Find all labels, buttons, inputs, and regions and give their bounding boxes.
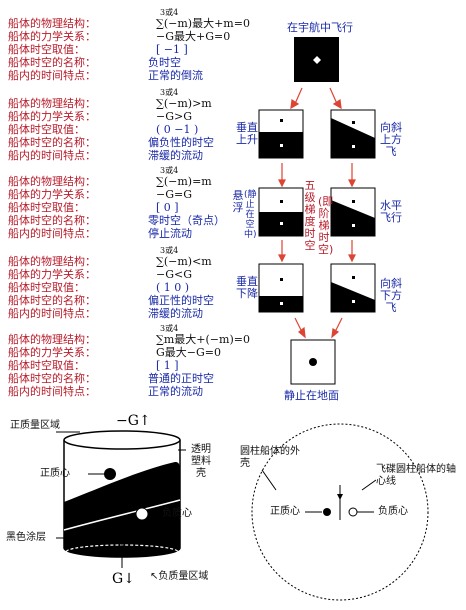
row-label: 船体的物理结构：	[8, 175, 96, 188]
row-label: 船体的力学关系：	[8, 110, 96, 123]
row-label: 船体的力学关系：	[8, 346, 96, 359]
row-force: G最大−G=0	[156, 346, 222, 359]
row-label: 船体的物理结构：	[8, 333, 96, 346]
label-positive-region: 正质量区域	[10, 420, 60, 431]
state-box-horizontal	[330, 187, 376, 237]
row-time: 正常的倒流	[148, 69, 203, 82]
row-force: −G最大+G=0	[156, 30, 231, 43]
positive-mass-center	[104, 468, 116, 480]
row-name: 零时空（奇点）	[148, 214, 225, 227]
row-label: 船内的时间特点：	[8, 149, 96, 162]
state-box-oblique-up	[330, 109, 376, 159]
sum-upper-limit: 3或4	[160, 88, 179, 97]
label-hover-note: (静止在空中)	[244, 190, 257, 240]
row-label: 船体时空的名称：	[8, 294, 96, 307]
label-space: 在宇航中飞行	[287, 21, 353, 34]
row-force: −G=G	[156, 188, 193, 201]
label-ladder-note: (即阶梯时空)	[318, 195, 334, 256]
transition-arrows	[278, 87, 356, 339]
label-vertical-up: 垂直上升	[236, 121, 258, 146]
state-box-vertical-up	[258, 109, 304, 159]
row-force: −G<G	[156, 268, 193, 281]
state-box-ground	[290, 339, 336, 385]
row-structure: ∑m最大+(−m)=0	[156, 333, 250, 346]
state-box-hover	[258, 187, 304, 237]
sum-upper-limit: 3或4	[160, 246, 179, 255]
label-circle-pos-center: 正质心	[270, 506, 300, 517]
row-name: 偏负性的时空	[148, 136, 214, 149]
row-name: 偏正性的时空	[148, 294, 214, 307]
label-oblique-down: 向斜下方飞	[380, 277, 402, 314]
row-label: 船体的物理结构：	[8, 17, 96, 30]
row-label: 船体时空取值：	[8, 359, 85, 372]
row-name: 负时空	[148, 56, 181, 69]
row-label: 船内的时间特点：	[8, 69, 96, 82]
row-label: 船体时空取值：	[8, 281, 85, 294]
row-label: 船体时空取值：	[8, 201, 85, 214]
row-label: 船体的物理结构：	[8, 255, 96, 268]
label-cylinder-pos-center: 正质心	[40, 468, 70, 479]
row-value: ( 0 −1 )	[156, 123, 199, 136]
label-circle-neg-center: 负质心	[378, 506, 408, 517]
label-cylinder-neg-center: 负质心	[162, 508, 192, 519]
ship-dot-icon	[313, 56, 321, 64]
row-label: 船体时空的名称：	[8, 136, 96, 149]
label-neg-gravity: −G↑	[116, 413, 151, 429]
negative-mass-center	[135, 507, 149, 521]
row-label: 船体时空的名称：	[8, 56, 96, 69]
row-label: 船体时空取值：	[8, 123, 85, 136]
row-structure: ∑(−m)=m	[156, 175, 212, 188]
label-negative-region: ↖负质量区域	[150, 571, 209, 582]
label-axis: 飞碟圆柱船体的轴心线	[376, 464, 456, 487]
label-black-coating: 黑色涂层	[6, 532, 46, 543]
row-structure: ∑(−m)最大+m=0	[156, 17, 250, 30]
row-value: [ −1 ]	[156, 43, 188, 56]
row-force: −G>G	[156, 110, 193, 123]
label-ladder: 五级梯度时空	[304, 179, 316, 252]
state-box-oblique-down	[330, 263, 376, 313]
circle-diagram	[251, 423, 429, 601]
sum-upper-limit: 3或4	[160, 166, 179, 175]
label-ground: 静止在地面	[284, 389, 339, 402]
row-name: 普通的正时空	[148, 372, 214, 385]
row-time: 滞缓的流动	[148, 307, 203, 320]
row-time: 滞缓的流动	[148, 149, 203, 162]
label-horizontal: 水平飞行	[380, 199, 402, 224]
row-label: 船内的时间特点：	[8, 227, 96, 240]
row-value: [ 0 ]	[156, 201, 179, 214]
row-label: 船体的力学关系：	[8, 268, 96, 281]
label-vertical-down: 垂直下降	[236, 275, 258, 300]
row-time: 正常的流动	[148, 385, 203, 398]
row-time: 停止流动	[148, 227, 192, 240]
row-label: 船体的物理结构：	[8, 97, 96, 110]
label-plastic-shell: 透明塑料壳	[191, 444, 211, 479]
row-structure: ∑(−m)>m	[156, 97, 212, 110]
label-hover: 悬浮	[232, 189, 244, 214]
row-label: 船体时空的名称：	[8, 372, 96, 385]
row-value: [ 1 ]	[156, 359, 179, 372]
label-gravity: G↓	[112, 571, 135, 587]
cylinder-diagram	[56, 430, 186, 568]
label-oblique-up: 向斜上方飞	[380, 121, 402, 158]
state-box-vertical-down	[258, 263, 304, 313]
row-value: ( 1 0 )	[156, 281, 190, 294]
row-label: 船体时空取值：	[8, 43, 85, 56]
row-structure: ∑(−m)<m	[156, 255, 212, 268]
sum-upper-limit: 3或4	[160, 324, 179, 333]
sum-upper-limit: 3或4	[160, 8, 179, 17]
row-label: 船体的力学关系：	[8, 188, 96, 201]
row-label: 船内的时间特点：	[8, 307, 96, 320]
row-label: 船体时空的名称：	[8, 214, 96, 227]
label-shell: 圆柱船体的外壳	[240, 446, 300, 469]
row-label: 船内的时间特点：	[8, 385, 96, 398]
row-label: 船体的力学关系：	[8, 30, 96, 43]
